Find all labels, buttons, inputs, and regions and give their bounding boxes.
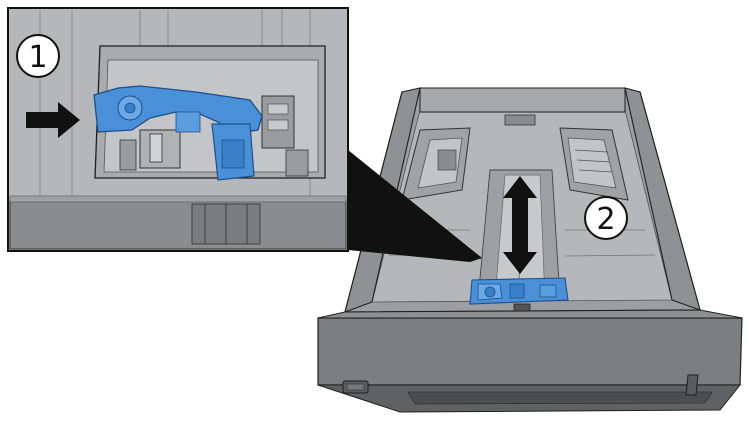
right-arrow-icon	[26, 102, 80, 138]
up-down-arrow-icon	[503, 176, 537, 274]
step-2-callout: 2	[584, 196, 628, 240]
inset-connector	[348, 150, 482, 262]
right-width-guide	[559, 127, 629, 201]
step-2-number: 2	[596, 202, 615, 237]
step-1-callout: 1	[16, 34, 60, 78]
step-1-number: 1	[28, 40, 47, 75]
left-width-guide	[401, 127, 471, 201]
length-guide-lever-detail	[93, 85, 263, 181]
detail-inset: 1	[7, 7, 349, 252]
